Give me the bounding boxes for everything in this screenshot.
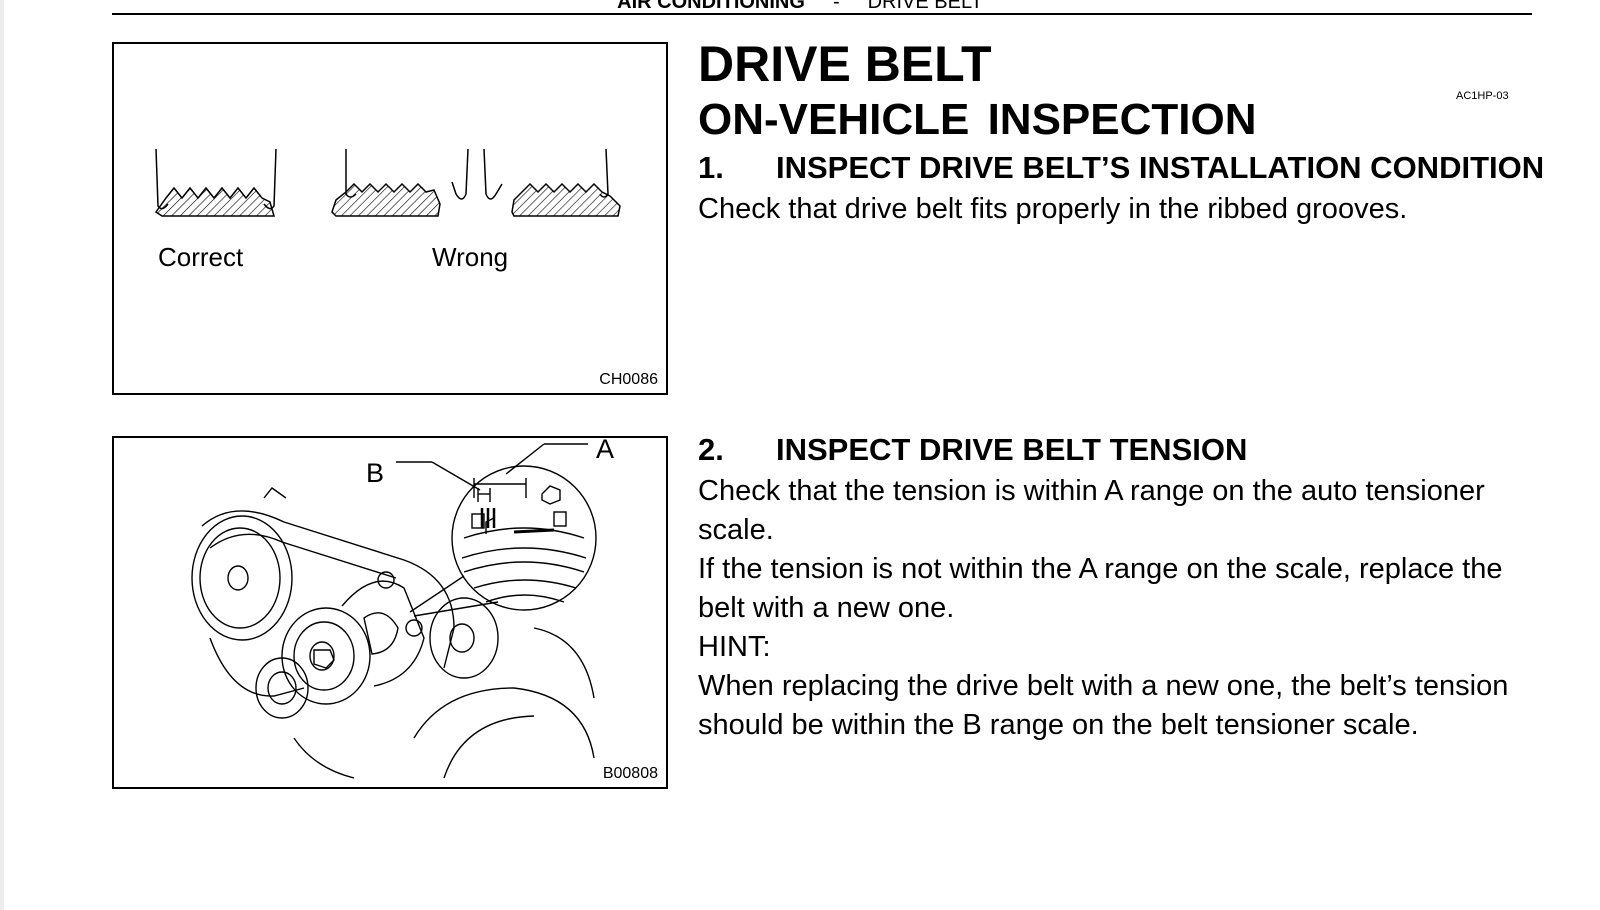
figure2-code: B00808 [602,765,658,782]
belt-tension-figure: A B B00808 [112,434,668,789]
document-id: AC1HP-03 [1456,90,1509,102]
step2-heading-text: INSPECT DRIVE BELT TENSION [776,432,1248,467]
step2-text2: If the tension is not within the A range… [698,553,1503,624]
wrong-fit-drawing-2 [483,148,621,217]
header-rule [112,13,1532,15]
header-separator: - [832,0,840,13]
step1-text: Check that drive belt fits properly in t… [698,193,1408,225]
correct-label: Correct [158,242,244,272]
step2-body: Check that the tension is within A range… [698,472,1538,745]
step1-heading-text: INSPECT DRIVE BELT’S INSTALLATION CONDIT… [776,150,1545,185]
belt-installation-figure: Correct Wrong CH0086 [112,42,668,395]
correct-fit-drawing [154,148,277,217]
label-b: B [366,458,385,488]
left-edge-bar [0,0,4,910]
step2-heading: 2. INSPECT DRIVE BELT TENSION [698,432,1247,468]
page-subtitle: ON-VEHICLE INSPECTION [698,95,1257,144]
header-section: AIR CONDITIONING [617,0,805,13]
figure1-code: CH0086 [599,371,658,388]
running-header: AIR CONDITIONING - DRIVE BELT [0,0,1600,14]
step2-text1: Check that the tension is within A range… [698,475,1485,546]
page-title: DRIVE BELT [698,36,992,92]
belt-groove-diagram [154,148,621,217]
step2-number: 2. [698,432,724,467]
hint-text: When replacing the drive belt with a new… [698,670,1509,741]
step1-heading: 1. INSPECT DRIVE BELT’S INSTALLATION COND… [698,150,1544,186]
step1-number: 1. [698,150,724,185]
step1-body: Check that drive belt fits properly in t… [698,190,1538,229]
header-subsection: DRIVE BELT [867,0,983,13]
auto-tensioner-diagram [191,443,597,779]
hint-label: HINT: [698,631,771,663]
wrong-label: Wrong [432,242,509,272]
label-a: A [596,434,615,464]
wrong-fit-drawing-1 [331,148,469,217]
